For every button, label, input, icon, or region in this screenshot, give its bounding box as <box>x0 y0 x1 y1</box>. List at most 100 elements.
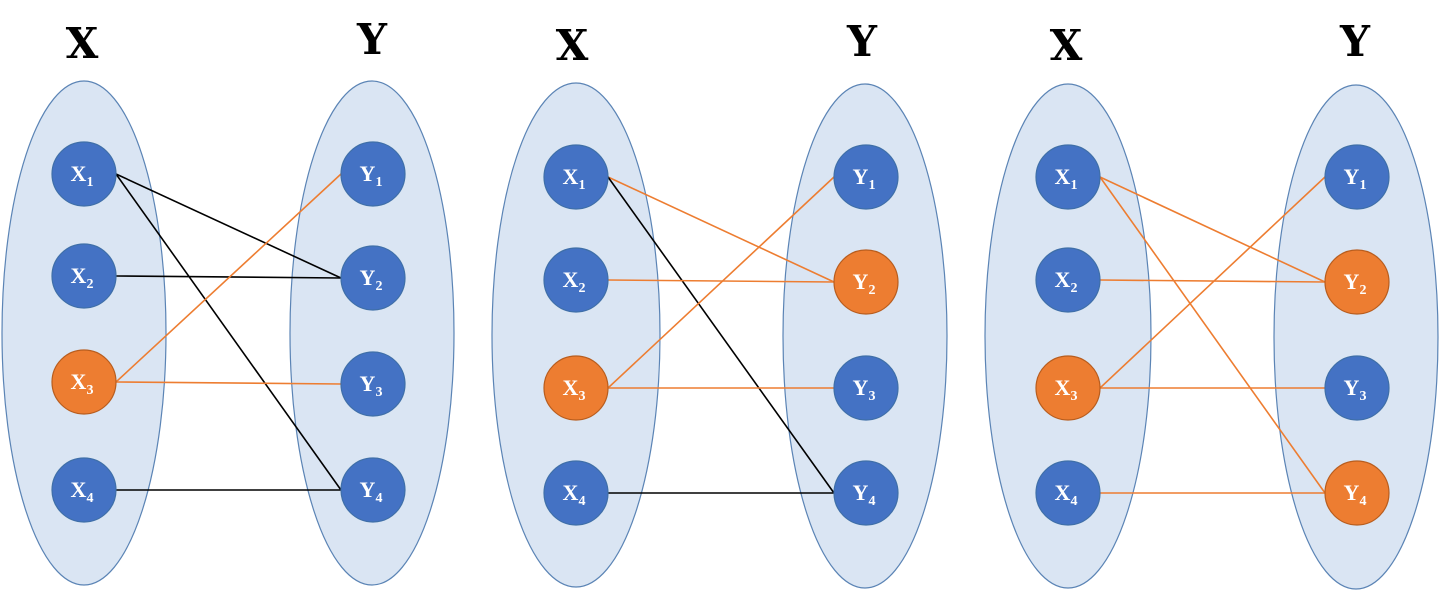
node-x3: X3 <box>543 355 609 421</box>
node-label-subscript: 4 <box>1070 494 1077 509</box>
panel-3-left-set-label: X <box>1050 21 1083 70</box>
node-x3: X3 <box>1035 355 1101 421</box>
node-label-base: Y <box>1344 480 1360 505</box>
node-y3-circle <box>1324 355 1390 421</box>
node-x3: X3 <box>51 349 117 415</box>
node-label-base: Y <box>853 375 869 400</box>
panel-2-right-set-label: Y <box>846 17 878 66</box>
node-x4-label: X4 <box>71 477 94 506</box>
panel-2-edges <box>607 176 835 494</box>
node-x1: X1 <box>51 141 117 207</box>
node-x4: X4 <box>51 457 117 523</box>
node-x2-circle <box>1035 247 1101 313</box>
node-y1-label: Y1 <box>1344 164 1367 193</box>
node-label-subscript: 2 <box>1070 281 1077 296</box>
node-x4-circle <box>51 457 117 523</box>
node-y4: Y4 <box>1324 460 1390 526</box>
node-y2: Y2 <box>340 245 406 311</box>
panel-3-right-set-label: Y <box>1339 17 1371 66</box>
node-label-base: X <box>563 164 579 189</box>
node-label-subscript: 3 <box>578 389 585 404</box>
node-x2: X2 <box>1035 247 1101 313</box>
panel-3-left-set-ellipse <box>984 83 1152 589</box>
node-label-base: X <box>1055 375 1071 400</box>
node-y4: Y4 <box>833 460 899 526</box>
node-label-subscript: 1 <box>1359 178 1366 193</box>
node-y3-label: Y3 <box>1344 375 1367 404</box>
node-label-subscript: 3 <box>868 389 875 404</box>
node-label-subscript: 4 <box>578 494 585 509</box>
node-label-subscript: 1 <box>868 178 875 193</box>
node-y1-circle <box>833 144 899 210</box>
edge-x3-y1 <box>115 173 342 383</box>
node-label-base: X <box>71 477 87 502</box>
edge-x1-y4 <box>115 173 342 491</box>
node-label-subscript: 1 <box>375 175 382 190</box>
node-x1: X1 <box>543 144 609 210</box>
node-x2-circle <box>51 243 117 309</box>
node-y4-label: Y4 <box>360 477 383 506</box>
node-label-base: Y <box>1344 164 1360 189</box>
edge-x1-y2 <box>1099 176 1326 283</box>
panel-2-right-set-ellipse <box>782 83 948 589</box>
node-x1-circle <box>1035 144 1101 210</box>
node-label-base: Y <box>360 265 376 290</box>
node-label-subscript: 4 <box>868 494 875 509</box>
node-y4-circle <box>833 460 899 526</box>
node-y3-circle <box>340 351 406 417</box>
node-label-subscript: 2 <box>578 281 585 296</box>
node-x4-label: X4 <box>1055 480 1078 509</box>
node-label-base: Y <box>1344 375 1360 400</box>
edge-x1-y4 <box>1099 176 1326 494</box>
node-x2: X2 <box>51 243 117 309</box>
node-label-subscript: 2 <box>86 277 93 292</box>
node-y1-circle <box>1324 144 1390 210</box>
panel-1-edges <box>115 173 342 491</box>
node-x3-label: X3 <box>1055 375 1078 404</box>
node-y1-circle <box>340 141 406 207</box>
node-label-base: X <box>71 161 87 186</box>
node-y1: Y1 <box>1324 144 1390 210</box>
node-x1-label: X1 <box>1055 164 1078 193</box>
edge-x3-y1 <box>607 176 835 389</box>
node-x3-circle <box>51 349 117 415</box>
node-x2-label: X2 <box>563 267 586 296</box>
panel-3-edges <box>1099 176 1326 494</box>
node-x2: X2 <box>543 247 609 313</box>
node-label-base: X <box>1055 164 1071 189</box>
node-x1: X1 <box>1035 144 1101 210</box>
panel-2-left-set-ellipse <box>491 82 661 588</box>
edge-x1-y2 <box>607 176 835 283</box>
node-y2-label: Y2 <box>360 265 383 294</box>
node-y2-label: Y2 <box>1344 269 1367 298</box>
node-x2-label: X2 <box>71 263 94 292</box>
node-x1-label: X1 <box>71 161 94 190</box>
node-x1-label: X1 <box>563 164 586 193</box>
edge-x1-y2 <box>115 173 342 279</box>
node-label-subscript: 1 <box>1070 178 1077 193</box>
panel-1-left-set-ellipse <box>1 80 167 586</box>
node-x4-circle <box>543 460 609 526</box>
node-x1-circle <box>51 141 117 207</box>
node-y3: Y3 <box>833 355 899 421</box>
node-label-base: Y <box>853 269 869 294</box>
node-y2: Y2 <box>1324 249 1390 315</box>
node-label-subscript: 2 <box>1359 283 1366 298</box>
panel-1-right-set-label: Y <box>356 15 388 64</box>
node-label-subscript: 2 <box>375 279 382 294</box>
node-y4-label: Y4 <box>853 480 876 509</box>
node-y3-label: Y3 <box>853 375 876 404</box>
node-x3-circle <box>1035 355 1101 421</box>
node-label-base: X <box>1055 267 1071 292</box>
node-x4: X4 <box>543 460 609 526</box>
node-x3-label: X3 <box>563 375 586 404</box>
node-x2-circle <box>543 247 609 313</box>
node-y3: Y3 <box>340 351 406 417</box>
node-label-subscript: 4 <box>1359 494 1366 509</box>
panel-3-right-set-ellipse <box>1273 84 1439 590</box>
node-label-subscript: 4 <box>86 491 93 506</box>
node-label-base: Y <box>360 161 376 186</box>
